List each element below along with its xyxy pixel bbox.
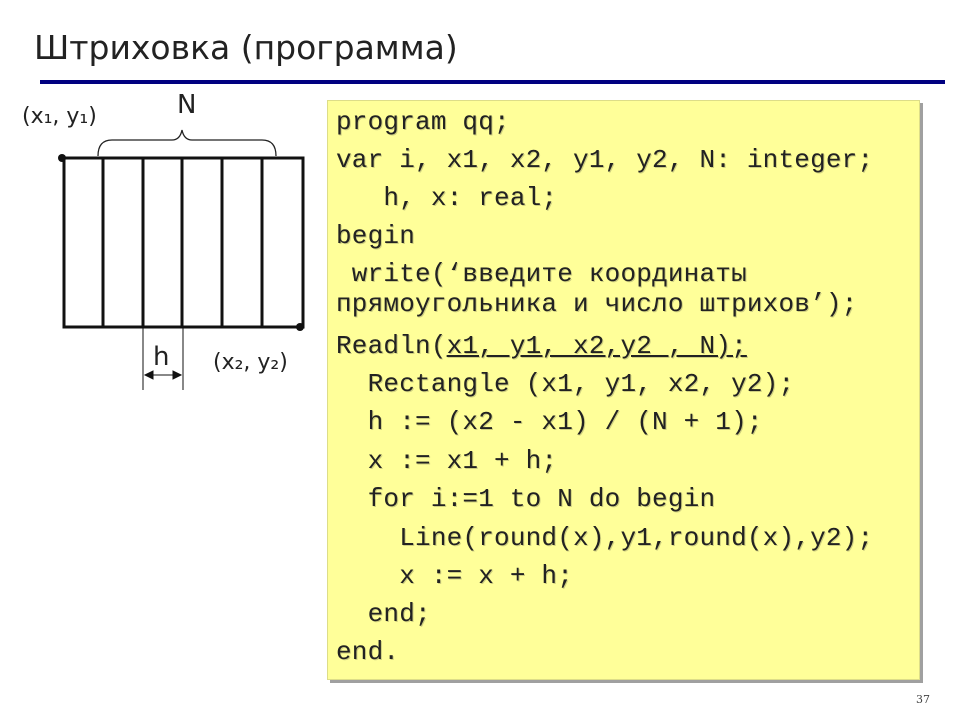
readln-args: x1, y1, x2,y2 , N);	[446, 331, 747, 361]
code-line: Readln(x1, y1, x2,y2 , N);	[336, 331, 747, 361]
code-line: end.	[336, 637, 400, 667]
code-line: for i:=1 to N do begin	[336, 484, 716, 514]
code-line: h, x: real;	[336, 183, 558, 213]
point-label-x1-y1: (x₁, y₁)	[22, 104, 97, 129]
code-line: x := x1 + h;	[336, 446, 558, 476]
page-number: 37	[916, 693, 930, 706]
code-line: Line(round(x),y1,round(x),y2);	[336, 523, 874, 553]
n-label: N	[177, 90, 197, 120]
code-line: h := (x2 - x1) / (N + 1);	[336, 407, 763, 437]
code-line: write(‘введите координаты	[336, 259, 747, 289]
readln-keyword: Readln(	[336, 331, 447, 361]
code-line: program qq;	[336, 107, 510, 137]
code-line: end;	[336, 599, 431, 629]
hatching-diagram	[58, 129, 305, 390]
brace-icon	[97, 129, 277, 157]
code-block: program qq; var i, x1, x2, y1, y2, N: in…	[327, 100, 920, 680]
slide-title: Штриховка (программа)	[34, 28, 458, 67]
corner-point-2	[296, 323, 304, 331]
h-label: h	[153, 342, 170, 372]
code-line: Rectangle (x1, y1, x2, y2);	[336, 369, 795, 399]
title-underline	[40, 80, 945, 84]
point-label-x2-y2: (x₂, y₂)	[213, 350, 288, 375]
corner-point-1	[58, 154, 66, 162]
code-line: var i, x1, x2, y1, y2, N: integer;	[336, 145, 874, 175]
code-line: begin	[336, 221, 416, 251]
code-line: прямоугольника и число штрихов’);	[336, 289, 858, 319]
code-line: x := x + h;	[336, 561, 574, 591]
